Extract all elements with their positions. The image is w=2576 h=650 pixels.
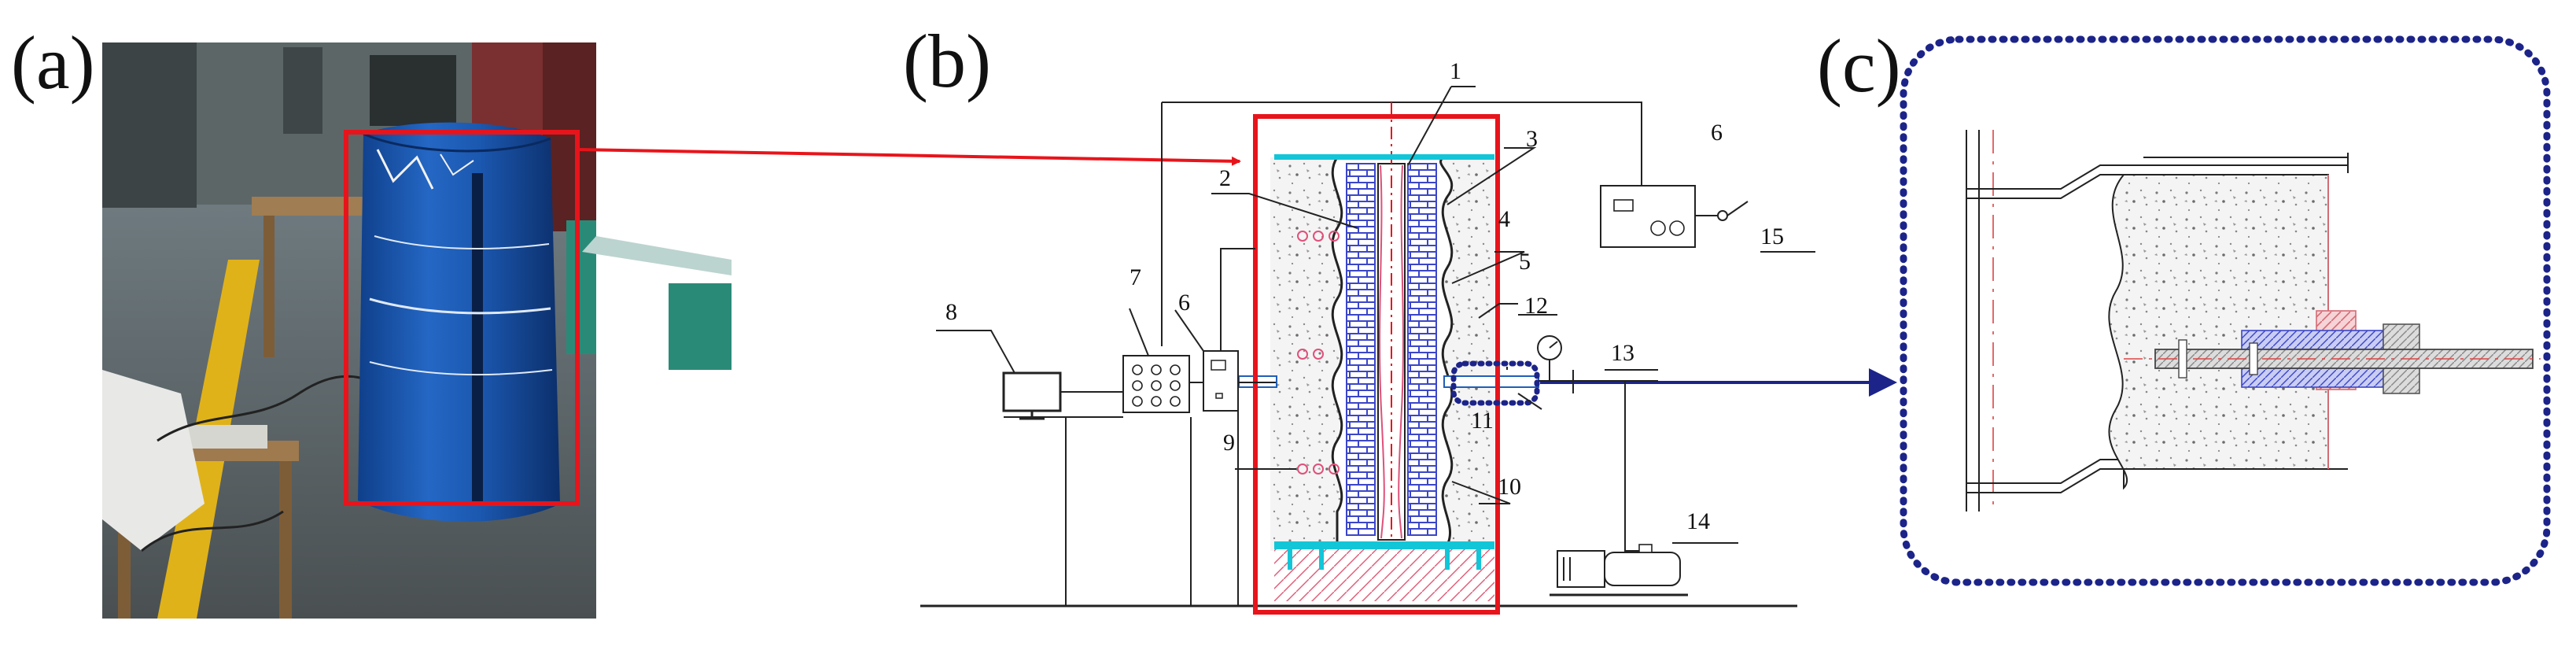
detail-frame — [1900, 35, 2551, 586]
leader-lines — [1211, 86, 1557, 504]
label-5: 5 — [1519, 249, 1531, 275]
label-12: 12 — [1524, 293, 1548, 319]
panel-c: (c) — [1817, 24, 2551, 586]
detail-highlight-box — [1450, 360, 1540, 406]
label-11: 11 — [1471, 408, 1494, 434]
label-15: 15 — [1760, 223, 1784, 249]
label-3: 3 — [1526, 126, 1538, 152]
label-10: 10 — [1498, 474, 1521, 500]
label-4: 4 — [1498, 206, 1510, 232]
label-14: 14 — [1686, 508, 1710, 534]
test-chamber — [1238, 102, 1539, 615]
blue-specimen-drum — [358, 122, 560, 522]
pressure-gauge-icon — [1537, 335, 1562, 381]
label-6-left: 6 — [1178, 290, 1190, 316]
label-2: 2 — [1219, 165, 1231, 191]
red-connector-arrow — [577, 148, 1241, 166]
panel-b: (b) — [903, 19, 1897, 615]
panel-a: (a) — [11, 20, 732, 619]
vacuum-pump-icon — [1550, 544, 1688, 596]
label-13: 13 — [1611, 340, 1634, 366]
photo-highlight-box — [344, 130, 580, 506]
controller-large-icon — [1600, 185, 1696, 248]
label-1: 1 — [1450, 58, 1461, 84]
panel-b-label: (b) — [903, 19, 991, 103]
label-8: 8 — [945, 299, 957, 325]
panel-c-label: (c) — [1817, 24, 1901, 108]
label-6-top: 6 — [1711, 120, 1723, 146]
panel-a-label: (a) — [11, 20, 95, 105]
label-9: 9 — [1223, 430, 1235, 456]
lab-photo — [102, 42, 732, 619]
controller-small-icon — [1203, 350, 1239, 412]
label-7: 7 — [1130, 264, 1141, 290]
data-logger-icon — [1122, 355, 1190, 413]
computer-icon — [1002, 371, 1062, 420]
